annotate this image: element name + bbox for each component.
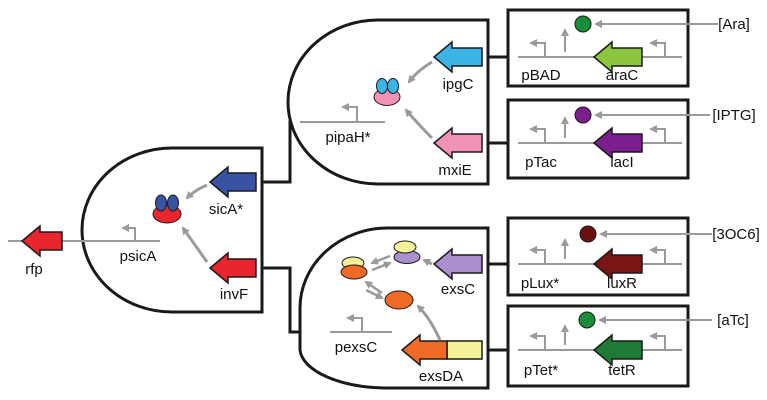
ara-inducer-molecule bbox=[574, 15, 592, 33]
pLux-label: pLux* bbox=[521, 275, 560, 292]
sensor-box-3oc6: pLux* luxR [3OC6] bbox=[506, 216, 760, 297]
rfp-label: rfp bbox=[25, 261, 43, 278]
lacI-gene-arrow bbox=[592, 126, 643, 160]
exsC-protein-top bbox=[393, 240, 417, 254]
iptg-inducer-molecule bbox=[574, 106, 592, 124]
oc6-input-label: [3OC6] bbox=[712, 226, 760, 243]
pipaH-label: pipaH* bbox=[325, 129, 370, 146]
tetR-promoter-symbol bbox=[649, 332, 666, 350]
ipgC-label: ipgC bbox=[443, 76, 474, 93]
exsDA-expression-arrow bbox=[416, 304, 442, 341]
ipgC-protein-a bbox=[376, 78, 388, 94]
exsA-release-arrow-up bbox=[364, 280, 383, 295]
pBAD-label: pBAD bbox=[521, 67, 560, 84]
exsD-to-exsC-arrow bbox=[371, 261, 392, 272]
sicA-gene-arrow bbox=[208, 165, 257, 199]
ara-input-label: [Ara] bbox=[718, 16, 750, 33]
sicA-protein-a bbox=[155, 194, 167, 212]
pTac-label: pTac bbox=[525, 154, 557, 171]
sicA-label: sicA* bbox=[209, 201, 243, 218]
pTet-promoter-symbol bbox=[529, 332, 546, 350]
tetR-label: tetR bbox=[608, 362, 636, 379]
invF-label: invF bbox=[220, 286, 248, 303]
exsA-protein bbox=[384, 290, 414, 310]
exsA-gene-arrow bbox=[400, 333, 448, 367]
araC-label: araC bbox=[606, 67, 639, 84]
atc-inducer-molecule bbox=[578, 311, 596, 329]
ipgC-gene-arrow bbox=[432, 40, 483, 74]
mxiE-label: mxiE bbox=[438, 162, 471, 179]
luxR-gene-arrow bbox=[592, 247, 643, 281]
psicA-label: psicA bbox=[120, 248, 157, 265]
pBAD-promoter-symbol bbox=[529, 39, 546, 57]
pTac-promoter-symbol bbox=[529, 125, 546, 143]
pipaH-promoter-symbol bbox=[341, 103, 358, 122]
sensor-box-3oc6-frame bbox=[506, 216, 690, 297]
pLux-promoter-symbol bbox=[529, 246, 546, 264]
exsC-expression-arrow bbox=[422, 258, 433, 267]
mxiE-binding-arrow bbox=[404, 108, 434, 140]
exsC-label: exsC bbox=[441, 281, 475, 298]
exsDA-label: exsDA bbox=[419, 368, 463, 385]
tetR-gene-arrow bbox=[592, 333, 643, 367]
sicA-protein-b bbox=[167, 194, 179, 212]
araC-promoter-symbol bbox=[649, 39, 666, 57]
rfp-gene-arrow bbox=[20, 224, 63, 258]
mxiE-gene-arrow bbox=[432, 126, 483, 160]
pexsC-label: pexsC bbox=[335, 339, 378, 356]
exsC-gene-arrow bbox=[432, 247, 483, 281]
and-gate-left: rfp psicA sicA* invF bbox=[8, 146, 264, 314]
exsA-release-arrow-down bbox=[365, 288, 384, 300]
iptg-input-label: [IPTG] bbox=[712, 107, 755, 124]
ipgC-protein-b bbox=[387, 78, 399, 94]
luxR-label: luxR bbox=[607, 275, 637, 292]
luxR-promoter-symbol bbox=[649, 246, 666, 264]
psicA-promoter-symbol bbox=[121, 224, 136, 241]
exsA-protein-left bbox=[340, 264, 368, 280]
exsD-gene-arrow bbox=[446, 340, 483, 360]
sensor-box-ara: pBAD araC [Ara] bbox=[506, 8, 750, 88]
lacI-label: lacI bbox=[610, 154, 633, 171]
exsC-to-exsD-arrow bbox=[370, 254, 391, 265]
lacI-promoter-symbol bbox=[649, 125, 666, 143]
complex-formation-arrow-top bbox=[185, 183, 208, 200]
pexsC-promoter-symbol bbox=[346, 314, 363, 332]
sensor-box-atc: pTet* tetR [aTc] bbox=[506, 304, 749, 388]
ipgC-binding-arrow bbox=[407, 60, 433, 84]
sensor-box-iptg: pTac lacI [IPTG] bbox=[506, 98, 756, 180]
and-gate-top: pipaH* ipgC mxiE bbox=[286, 18, 490, 186]
and-gate-bottom: pexsC exsC exsDA bbox=[298, 226, 490, 390]
pTet-label: pTet* bbox=[524, 362, 558, 379]
invF-gene-arrow bbox=[208, 251, 257, 285]
araC-gene-arrow bbox=[592, 40, 643, 74]
oc6-inducer-molecule bbox=[579, 225, 597, 243]
complex-formation-arrow-bottom bbox=[181, 226, 209, 263]
atc-input-label: [aTc] bbox=[717, 312, 749, 329]
